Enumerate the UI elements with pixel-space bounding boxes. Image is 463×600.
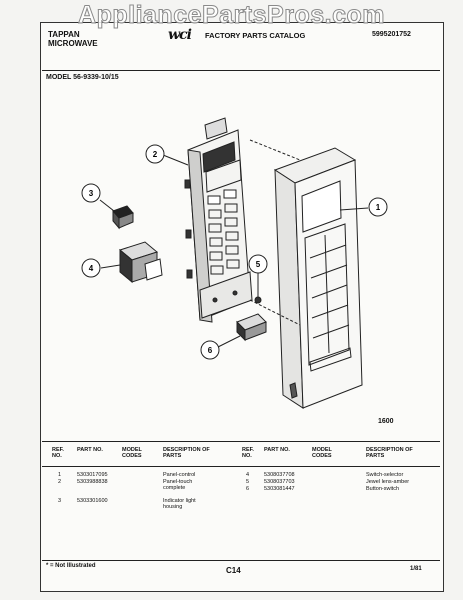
desc-cell: Panel-touch complete — [163, 479, 193, 491]
desc-cell: Jewel lens-amber — [366, 479, 410, 485]
part-cell: 5308037708 — [264, 472, 295, 478]
model-number: MODEL 56-9339-10/15 — [46, 74, 119, 81]
callout-6: 6 — [200, 340, 220, 360]
callout-5: 5 — [248, 254, 268, 274]
catalog-title: FACTORY PARTS CATALOG — [205, 31, 306, 40]
svg-text:3: 3 — [89, 189, 94, 198]
footer-rule — [42, 560, 440, 561]
ref-cell: 2 — [58, 479, 62, 485]
table-top-rule — [42, 441, 440, 442]
col-model-right: MODEL CODES — [312, 447, 332, 459]
col-desc-right: DESCRIPTION OF PARTS — [366, 447, 413, 459]
catalog-sheet — [40, 22, 444, 592]
not-illustrated-note: * = Not Illustrated — [46, 563, 96, 569]
callout-2: 2 — [145, 144, 165, 164]
part-cell: 5303988838 — [77, 479, 108, 485]
desc-cell: Button-switch — [366, 486, 400, 492]
brand-product: MICROWAVE — [48, 39, 98, 48]
ref-cell: 5 — [246, 479, 250, 485]
figure-code: 1600 — [378, 418, 394, 425]
svg-text:6: 6 — [208, 346, 213, 355]
svg-text:5: 5 — [256, 260, 261, 269]
indicator-housing — [99, 199, 134, 230]
page-number: C14 — [226, 566, 241, 575]
selector-switch — [100, 241, 163, 284]
svg-text:1: 1 — [376, 203, 381, 212]
wci-logo: wci — [168, 27, 192, 43]
catalog-number: 5995201752 — [372, 31, 411, 38]
desc-cell: Indicator light housing — [163, 498, 196, 510]
part-cell: 5303081447 — [264, 486, 295, 492]
brand-block: TAPPAN MICROWAVE — [48, 30, 98, 48]
callout-1: 1 — [368, 197, 388, 217]
svg-text:4: 4 — [89, 264, 94, 273]
ref-cell: 6 — [246, 486, 250, 492]
svg-text:2: 2 — [153, 150, 158, 159]
touch-panel-board — [184, 117, 253, 323]
col-desc-left: DESCRIPTION OF PARTS — [163, 447, 210, 459]
callout-4: 4 — [81, 258, 101, 278]
button-switch — [217, 313, 267, 348]
jewel-lens — [254, 272, 262, 304]
col-part-left: PART NO. — [77, 447, 103, 453]
callout-3: 3 — [81, 183, 101, 203]
table-header-rule — [42, 466, 440, 467]
part-cell: 5303301600 — [77, 498, 108, 504]
col-part-right: PART NO. — [264, 447, 290, 453]
ref-cell: 1 — [58, 472, 62, 478]
desc-cell: Switch-selector — [366, 472, 404, 478]
revision-date: 1/81 — [410, 566, 422, 572]
control-panel-frame — [273, 147, 363, 409]
part-cell: 5303017095 — [77, 472, 108, 478]
ref-cell: 4 — [246, 472, 250, 478]
site-watermark: AppliancePartsPros.com — [78, 1, 385, 30]
part-cell: 5308037703 — [264, 479, 295, 485]
header-divider — [42, 70, 440, 71]
col-model-left: MODEL CODES — [122, 447, 142, 459]
ref-cell: 3 — [58, 498, 62, 504]
desc-cell: Panel-control — [163, 472, 196, 478]
brand-name: TAPPAN — [48, 30, 80, 39]
col-ref-right: REF. NO. — [242, 447, 254, 459]
col-ref-left: REF. NO. — [52, 447, 64, 459]
